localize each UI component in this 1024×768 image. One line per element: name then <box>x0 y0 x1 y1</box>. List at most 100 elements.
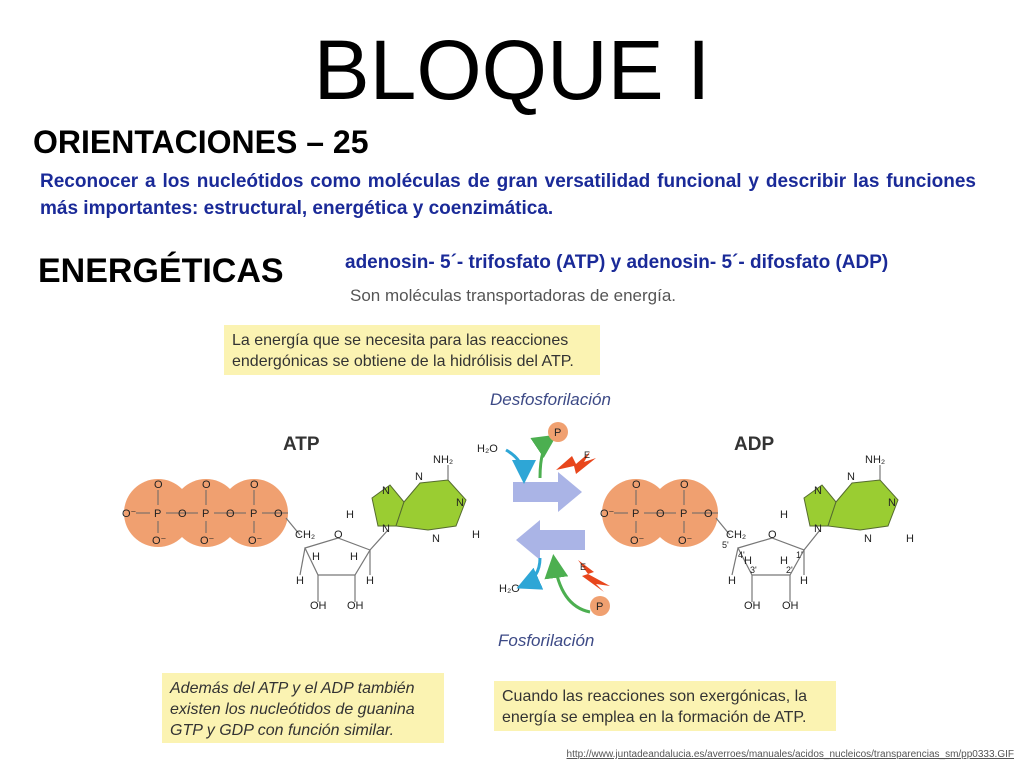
phosphate-circle <box>172 479 240 547</box>
atom-label: N <box>847 471 855 483</box>
atom-label: O⁻ <box>248 535 263 547</box>
phosphate-badge-icon <box>548 422 568 442</box>
atom-label: P <box>202 508 209 520</box>
atom-label: CH₂ <box>726 529 746 541</box>
adp-phosphate-group: P P O O O⁻ O⁻ O⁻ O O <box>600 479 718 547</box>
water-in-curve <box>505 448 536 484</box>
atom-label: O⁻ <box>630 535 645 547</box>
atom-label: OH <box>310 600 327 612</box>
badge-label: P <box>596 601 603 613</box>
atom-label: OH <box>744 600 761 612</box>
phosphate-in-curve <box>544 554 591 614</box>
atom-label: H <box>780 509 788 521</box>
water-label: H₂O <box>499 583 520 595</box>
atom-label: O⁻ <box>600 508 615 520</box>
note-guanine-nucleotides: Además del ATP y el ADP también existen … <box>162 673 444 743</box>
badge-label: E <box>580 562 586 572</box>
atom-label: 3' <box>750 565 757 575</box>
atom-label: H <box>350 551 358 563</box>
atp-adp-diagram: ATP ADP Desfosforilación Fosforilación P… <box>122 390 914 650</box>
purine-six-ring <box>395 479 467 531</box>
reaction-arrows: H₂O P E H₂O P E <box>477 422 610 616</box>
atom-label: N <box>382 485 390 497</box>
atom-label: N <box>415 471 423 483</box>
note-hydrolysis: La energía que se necesita para las reac… <box>224 325 600 375</box>
atom-label: P <box>632 508 639 520</box>
water-out-curve <box>516 557 544 590</box>
adp-nucleoside: CH₂ 5' O 4' 1' 3' 2' H H H H OH OH NH₂ H… <box>715 454 914 612</box>
slide-title: BLOQUE I <box>313 23 711 117</box>
atom-label: P <box>680 508 687 520</box>
atom-label: H <box>800 575 808 587</box>
atom-label: O <box>250 479 259 491</box>
atom-label: NH₂ <box>433 454 453 466</box>
atom-label: N <box>382 523 390 535</box>
transport-text: Son moléculas transportadoras de energía… <box>350 286 677 305</box>
atom-label: O⁻ <box>200 535 215 547</box>
atom-label: O <box>656 508 665 520</box>
water-label: H₂O <box>477 443 498 455</box>
atp-nucleoside: CH₂ O H H H H OH OH NH₂ H H N N N N N <box>285 454 480 612</box>
atom-label: H <box>366 575 374 587</box>
atom-label: O <box>704 508 713 520</box>
badge-label: E <box>584 450 590 460</box>
phosphate-badge-icon <box>590 596 610 616</box>
objective-text: Reconocer a los nucleótidos como molécul… <box>40 171 976 219</box>
phosphorylation-label: Fosforilación <box>498 631 594 650</box>
atom-label: H <box>346 509 354 521</box>
atom-label: O <box>274 508 283 520</box>
atom-label: P <box>250 508 257 520</box>
atom-label: N <box>814 523 822 535</box>
atom-label: O⁻ <box>122 508 137 520</box>
atom-label: O <box>202 479 211 491</box>
atom-label: 1' <box>796 550 803 560</box>
atom-label: N <box>432 533 440 545</box>
atom-label: OH <box>347 600 364 612</box>
slide-subtitle: ORIENTACIONES – 25 <box>33 124 369 160</box>
atom-label: H <box>296 575 304 587</box>
phosphate-circle <box>650 479 718 547</box>
atom-label: H <box>312 551 320 563</box>
atom-label: H <box>728 575 736 587</box>
note-exergonic: Cuando las reacciones son exergónicas, l… <box>494 681 836 731</box>
atom-label: N <box>864 533 872 545</box>
atom-label: O <box>768 529 777 541</box>
atom-label: O <box>178 508 187 520</box>
atom-label: P <box>154 508 161 520</box>
source-link[interactable]: http://www.juntadeandalucia.es/averroes/… <box>566 749 1014 760</box>
atp-phosphate-group: P P P O O O O⁻ O⁻ O⁻ O⁻ O O O <box>122 479 288 547</box>
atom-label: OH <box>782 600 799 612</box>
badge-label: P <box>554 427 561 439</box>
dephosphorylation-label: Desfosforilación <box>490 390 611 409</box>
atom-label: H <box>906 533 914 545</box>
energy-bolt-icon <box>578 560 610 592</box>
atom-label: N <box>456 497 464 509</box>
atom-label: O <box>154 479 163 491</box>
section-heading: ENERGÉTICAS <box>38 252 284 290</box>
atp-label: ATP <box>283 434 320 455</box>
phosphate-circle <box>220 479 288 547</box>
atom-label: CH₂ <box>295 529 315 541</box>
atom-label: NH₂ <box>865 454 885 466</box>
atom-label: H <box>780 555 788 567</box>
phosphate-out-curve <box>530 434 557 479</box>
atom-label: 2' <box>786 565 793 575</box>
atom-label: O⁻ <box>152 535 167 547</box>
phosphate-circle <box>602 479 670 547</box>
atom-label: 5' <box>722 540 729 550</box>
atom-label: O <box>680 479 689 491</box>
atom-label: H <box>472 529 480 541</box>
atom-label: O <box>226 508 235 520</box>
atom-label: O⁻ <box>678 535 693 547</box>
atom-label: 4' <box>738 550 745 560</box>
phosphate-circle <box>124 479 192 547</box>
atom-label: O <box>632 479 641 491</box>
atom-label: N <box>888 497 896 509</box>
atom-label: N <box>814 485 822 497</box>
purine-six-ring <box>827 479 899 531</box>
atom-label: H <box>744 555 752 567</box>
reverse-arrow[interactable] <box>516 520 585 560</box>
adp-label: ADP <box>734 434 774 455</box>
energy-bolt-icon <box>556 452 596 474</box>
atom-label: O <box>334 529 343 541</box>
